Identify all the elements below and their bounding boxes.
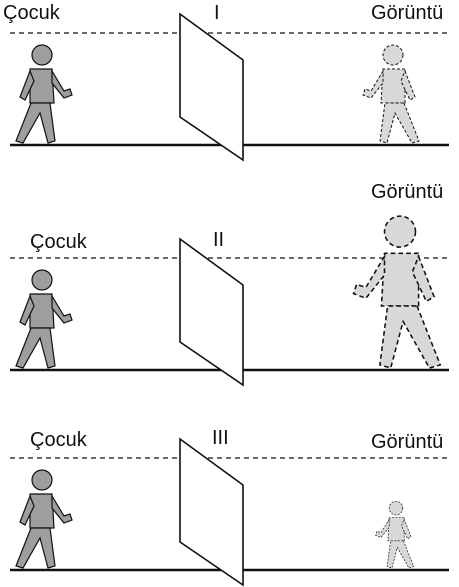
image-label: Görüntü [371,431,444,453]
panel-1 [10,12,449,162]
image-label: Görüntü [371,181,444,203]
image-label: Görüntü [371,2,444,24]
object-label: Çocuk [30,231,87,253]
panel-3 [10,437,449,587]
roman-numeral: III [212,427,229,449]
object-label: Çocuk [30,429,87,451]
roman-numeral: II [213,229,225,251]
image-figure [362,44,420,144]
lens-plate [179,437,244,587]
image-figure [352,215,442,369]
child-figure [15,44,73,144]
child-figure [15,269,73,369]
lens-plate [179,12,244,162]
image-figure [375,501,415,569]
object-label: Çocuk [3,2,60,24]
child-figure [15,469,73,569]
lens-plate [179,237,244,387]
panel-2 [10,215,449,387]
roman-numeral: I [214,2,220,24]
